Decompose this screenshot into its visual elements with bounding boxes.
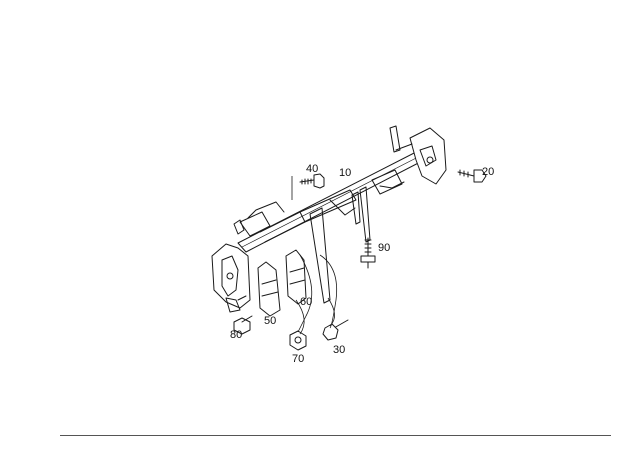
stud-bolt-90 — [360, 237, 376, 269]
bracket-60 — [285, 249, 307, 305]
part-label-90: 90 — [378, 242, 390, 254]
bottom-divider — [60, 435, 611, 436]
part-label-20: 20 — [482, 166, 494, 178]
leader-lines — [291, 176, 338, 333]
part-label-10: 10 — [339, 167, 351, 179]
nut-70 — [289, 299, 307, 351]
part-label-50: 50 — [264, 315, 276, 327]
part-label-70: 70 — [292, 353, 304, 365]
bracket-50 — [257, 261, 281, 317]
cross-member-beam — [233, 149, 429, 253]
bolt-80 — [233, 315, 253, 335]
bolt-40 — [299, 173, 325, 189]
part-label-60: 60 — [300, 296, 312, 308]
part-label-40: 40 — [306, 163, 318, 175]
bolt-20 — [457, 169, 487, 183]
right-mounting-bracket — [389, 125, 447, 185]
part-label-80: 80 — [230, 329, 242, 341]
part-label-30: 30 — [333, 344, 345, 356]
left-mounting-bracket — [211, 243, 251, 313]
